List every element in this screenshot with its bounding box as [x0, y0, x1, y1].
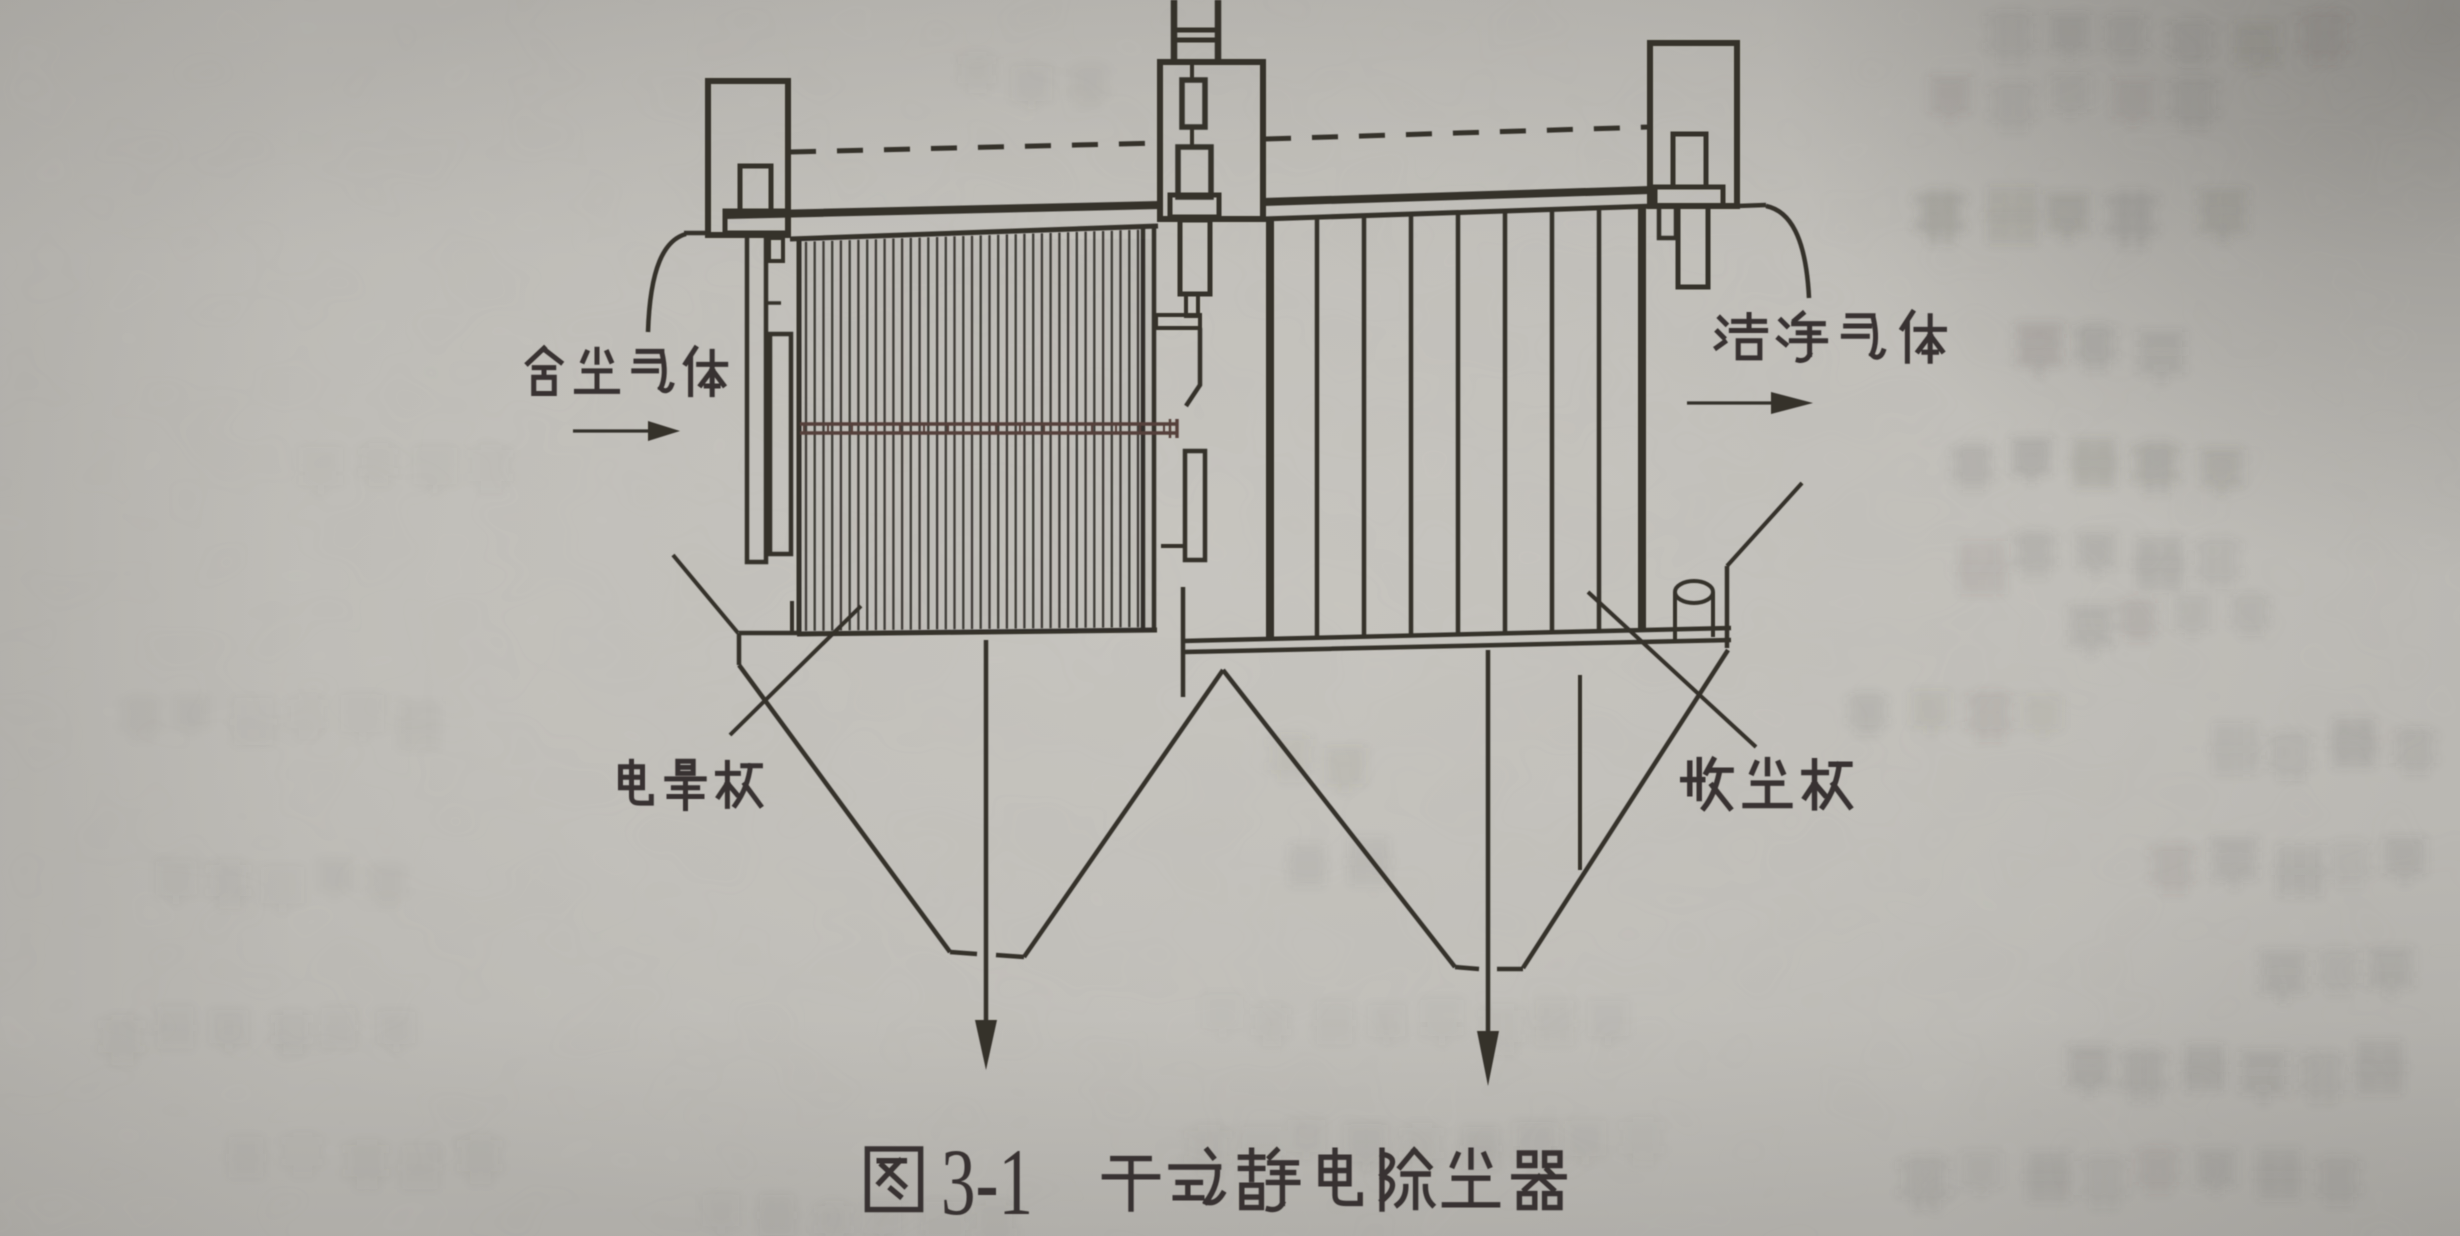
svg-text:3-1: 3-1 — [941, 1129, 1033, 1235]
